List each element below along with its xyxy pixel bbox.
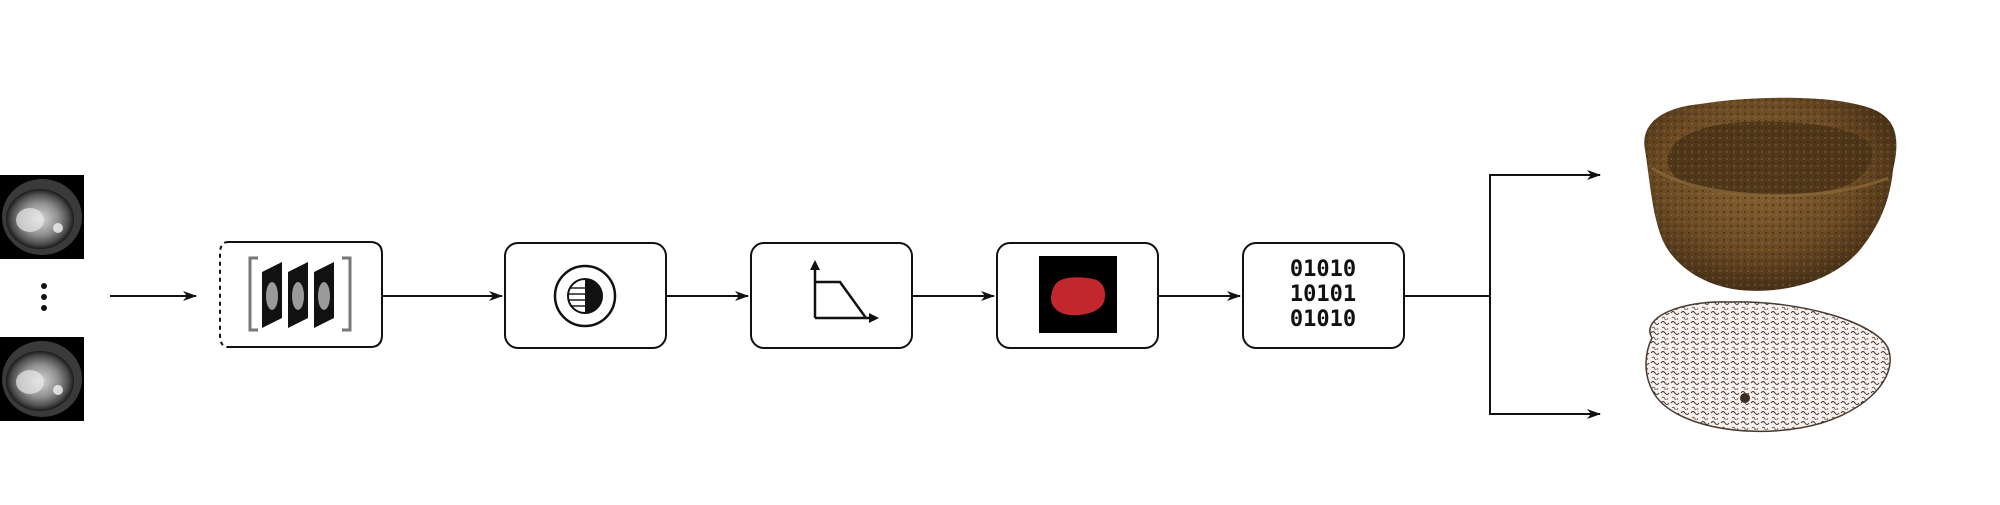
binary-line-1: 01010 [1290, 257, 1356, 282]
step-binary-encode: 01010 10101 01010 [1242, 242, 1405, 349]
vertical-ellipsis-icon [41, 283, 47, 311]
image-stack-icon [248, 256, 352, 332]
ct-slice-top [0, 175, 84, 259]
ct-slice-bottom [0, 337, 84, 421]
step-segmentation-mask [996, 242, 1159, 349]
binary-line-3: 01010 [1290, 307, 1356, 332]
window-function-icon [810, 260, 879, 323]
binary-icon: 01010 10101 01010 [1290, 257, 1356, 332]
output-branch-connector [1404, 170, 1601, 419]
contrast-dial-icon [553, 264, 617, 328]
binary-line-2: 10101 [1290, 282, 1356, 307]
step-contrast-adjust [504, 242, 667, 349]
step-intensity-window [750, 242, 913, 349]
3d-point-cloud-render [1645, 301, 1891, 433]
3d-surface-render [1644, 97, 1897, 291]
step-slice-stack [219, 241, 383, 348]
mask-icon [1039, 256, 1117, 333]
